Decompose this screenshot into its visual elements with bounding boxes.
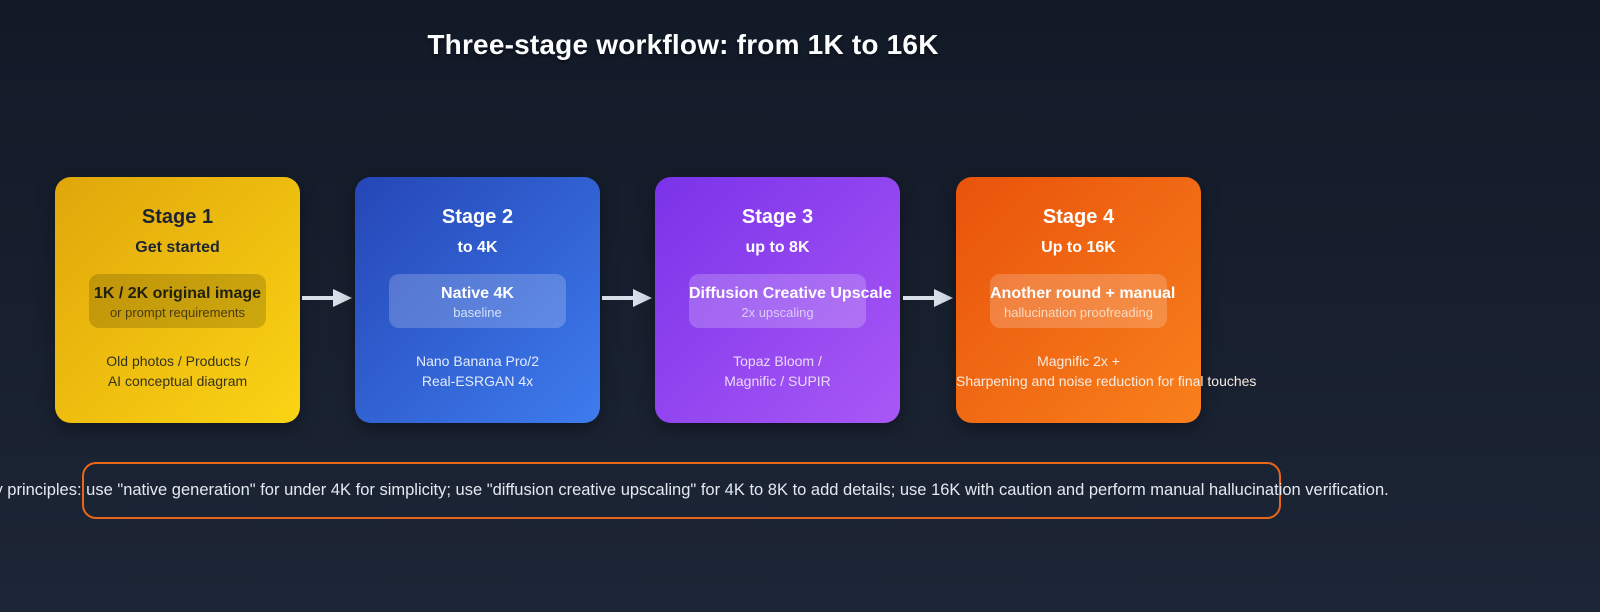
stage-card-4: Stage 4 Up to 16K Another round + manual… [956, 177, 1257, 423]
pill-sub-text: baseline [453, 305, 502, 320]
stage-pill: Another round + manual hallucination pro… [990, 274, 1176, 328]
stage-title: Stage 2 [441, 206, 514, 228]
stage-tools: Old photos / Products / AI conceptual di… [55, 351, 300, 391]
page-title: Three-stage workflow: from 1K to 16K [427, 29, 939, 60]
stage-card-2: Stage 2 to 4K Native 4K baseline Nano Ba… [355, 177, 600, 423]
key-principles-text: Key principles: use "native generation" … [0, 481, 1389, 499]
stage-tools: Nano Banana Pro/2 Real-ESRGAN 4x [355, 351, 600, 391]
stage-pill: Diffusion Creative Upscale 2x upscaling [689, 274, 892, 328]
pill-main-text: Another round + manual [990, 285, 1176, 302]
tools-line: AI conceptual diagram [107, 373, 248, 389]
arrow-right-icon [302, 289, 352, 307]
stage-card-3: Stage 3 up to 8K Diffusion Creative Upsc… [655, 177, 900, 423]
stage-card-1: Stage 1 Get started 1K / 2K original ima… [55, 177, 300, 423]
stage-pill: 1K / 2K original image or prompt require… [89, 274, 266, 328]
tools-line: Old photos / Products / [106, 353, 249, 369]
stage-pill: Native 4K baseline [389, 274, 566, 328]
pill-main-text: Native 4K [441, 285, 514, 302]
tools-line: Real-ESRGAN 4x [421, 373, 534, 389]
tools-line: Sharpening and noise reduction for final… [956, 373, 1257, 389]
stage-title: Stage 4 [1042, 206, 1115, 228]
stage-title: Stage 1 [141, 206, 214, 228]
tools-line: Magnific 2x + [1037, 353, 1120, 369]
stage-tools: Topaz Bloom / Magnific / SUPIR [655, 351, 900, 391]
tools-line: Magnific / SUPIR [724, 373, 831, 389]
stage-subtitle: to 4K [457, 239, 498, 256]
arrow-right-icon [903, 289, 953, 307]
key-principles-box: Key principles: use "native generation" … [0, 462, 1389, 519]
stage-subtitle: up to 8K [745, 239, 810, 256]
pill-main-text: 1K / 2K original image [93, 285, 262, 302]
pill-sub-text: or prompt requirements [109, 305, 246, 320]
tools-line: Topaz Bloom / [733, 353, 822, 369]
pill-sub-text: hallucination proofreading [1004, 305, 1153, 320]
pill-sub-text: 2x upscaling [741, 305, 814, 320]
pill-main-text: Diffusion Creative Upscale [689, 285, 892, 302]
stage-subtitle: Up to 16K [1041, 239, 1116, 256]
stage-tools: Magnific 2x + Sharpening and noise reduc… [956, 351, 1257, 391]
arrow-right-icon [602, 289, 652, 307]
tools-line: Nano Banana Pro/2 [416, 353, 539, 369]
stage-title: Stage 3 [741, 206, 814, 228]
stage-subtitle: Get started [135, 239, 220, 256]
